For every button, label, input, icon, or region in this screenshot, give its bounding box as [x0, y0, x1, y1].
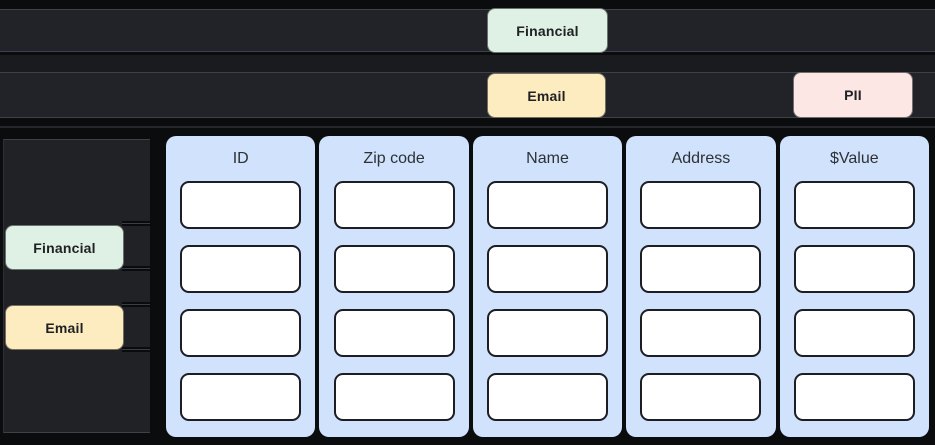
top-lane-2 — [0, 72, 935, 118]
side-panel — [3, 139, 150, 433]
cell-slot[interactable] — [640, 181, 762, 229]
cell-slot[interactable] — [333, 373, 455, 421]
top-lane-1 — [0, 9, 935, 52]
cell-slot[interactable] — [333, 245, 455, 293]
column-id: ID — [166, 136, 316, 437]
column-value: $Value — [779, 136, 930, 437]
cell-slot[interactable] — [333, 309, 455, 357]
column-cells — [640, 181, 762, 421]
lane-divider — [0, 126, 935, 128]
cell-slot[interactable] — [793, 309, 915, 357]
column-header: Zip code — [363, 149, 425, 167]
financial-chip-top[interactable]: Financial — [487, 8, 608, 53]
cell-slot[interactable] — [333, 181, 455, 229]
column-header: Name — [526, 149, 569, 167]
cell-slot[interactable] — [180, 309, 302, 357]
cell-slot[interactable] — [793, 181, 915, 229]
cell-slot[interactable] — [180, 245, 302, 293]
lane-gap — [0, 55, 935, 72]
data-table: ID Zip code Name — [166, 136, 930, 437]
row-edge-mark — [122, 302, 150, 307]
row-edge-mark — [122, 221, 150, 226]
cell-slot[interactable] — [793, 373, 915, 421]
column-address: Address — [626, 136, 776, 437]
email-chip-side[interactable]: Email — [5, 305, 124, 350]
cell-slot[interactable] — [180, 373, 302, 421]
cell-slot[interactable] — [487, 181, 609, 229]
row-edge-mark — [122, 266, 150, 271]
row-edge-mark — [122, 347, 150, 352]
cell-slot[interactable] — [487, 245, 609, 293]
column-cells — [180, 181, 302, 421]
email-chip-top[interactable]: Email — [487, 73, 606, 118]
column-header: ID — [232, 149, 249, 167]
cell-slot[interactable] — [793, 245, 915, 293]
cell-slot[interactable] — [487, 309, 609, 357]
column-header: Address — [671, 149, 731, 167]
column-cells — [333, 181, 455, 421]
pii-chip-top[interactable]: PII — [793, 72, 913, 118]
column-zip-code: Zip code — [319, 136, 469, 437]
cell-slot[interactable] — [640, 373, 762, 421]
column-cells — [793, 181, 915, 421]
financial-chip-side[interactable]: Financial — [5, 225, 124, 270]
column-cells — [487, 181, 609, 421]
cell-slot[interactable] — [180, 181, 302, 229]
column-header: $Value — [830, 149, 879, 167]
cell-slot[interactable] — [487, 373, 609, 421]
cell-slot[interactable] — [640, 245, 762, 293]
column-name: Name — [472, 136, 623, 437]
cell-slot[interactable] — [640, 309, 762, 357]
